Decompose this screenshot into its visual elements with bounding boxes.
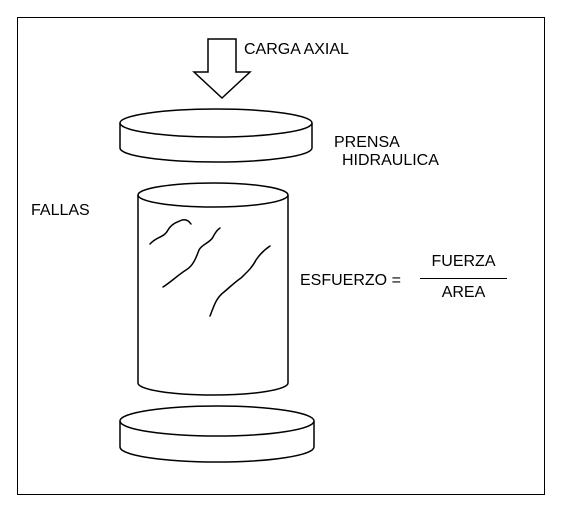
diagram-frame — [17, 17, 545, 495]
failures-label: FALLAS — [31, 202, 90, 219]
press-label-line2: HIDRAULICA — [342, 152, 439, 169]
crack-2 — [162, 227, 221, 288]
press-label-line1: PRENSA — [334, 134, 400, 151]
area-label: AREA — [441, 284, 486, 301]
concrete-cylinder — [137, 182, 289, 396]
lower-press-plate — [119, 405, 315, 463]
stress-label: ESFUERZO = — [300, 272, 401, 289]
force-label: FUERZA — [431, 253, 496, 270]
failure-cracks — [149, 219, 271, 317]
upper-press-plate — [119, 108, 313, 163]
crack-3 — [209, 245, 271, 317]
axial-load-label: CARGA AXIAL — [244, 41, 349, 58]
axial-load-arrow — [192, 38, 252, 100]
crack-1 — [149, 219, 192, 245]
